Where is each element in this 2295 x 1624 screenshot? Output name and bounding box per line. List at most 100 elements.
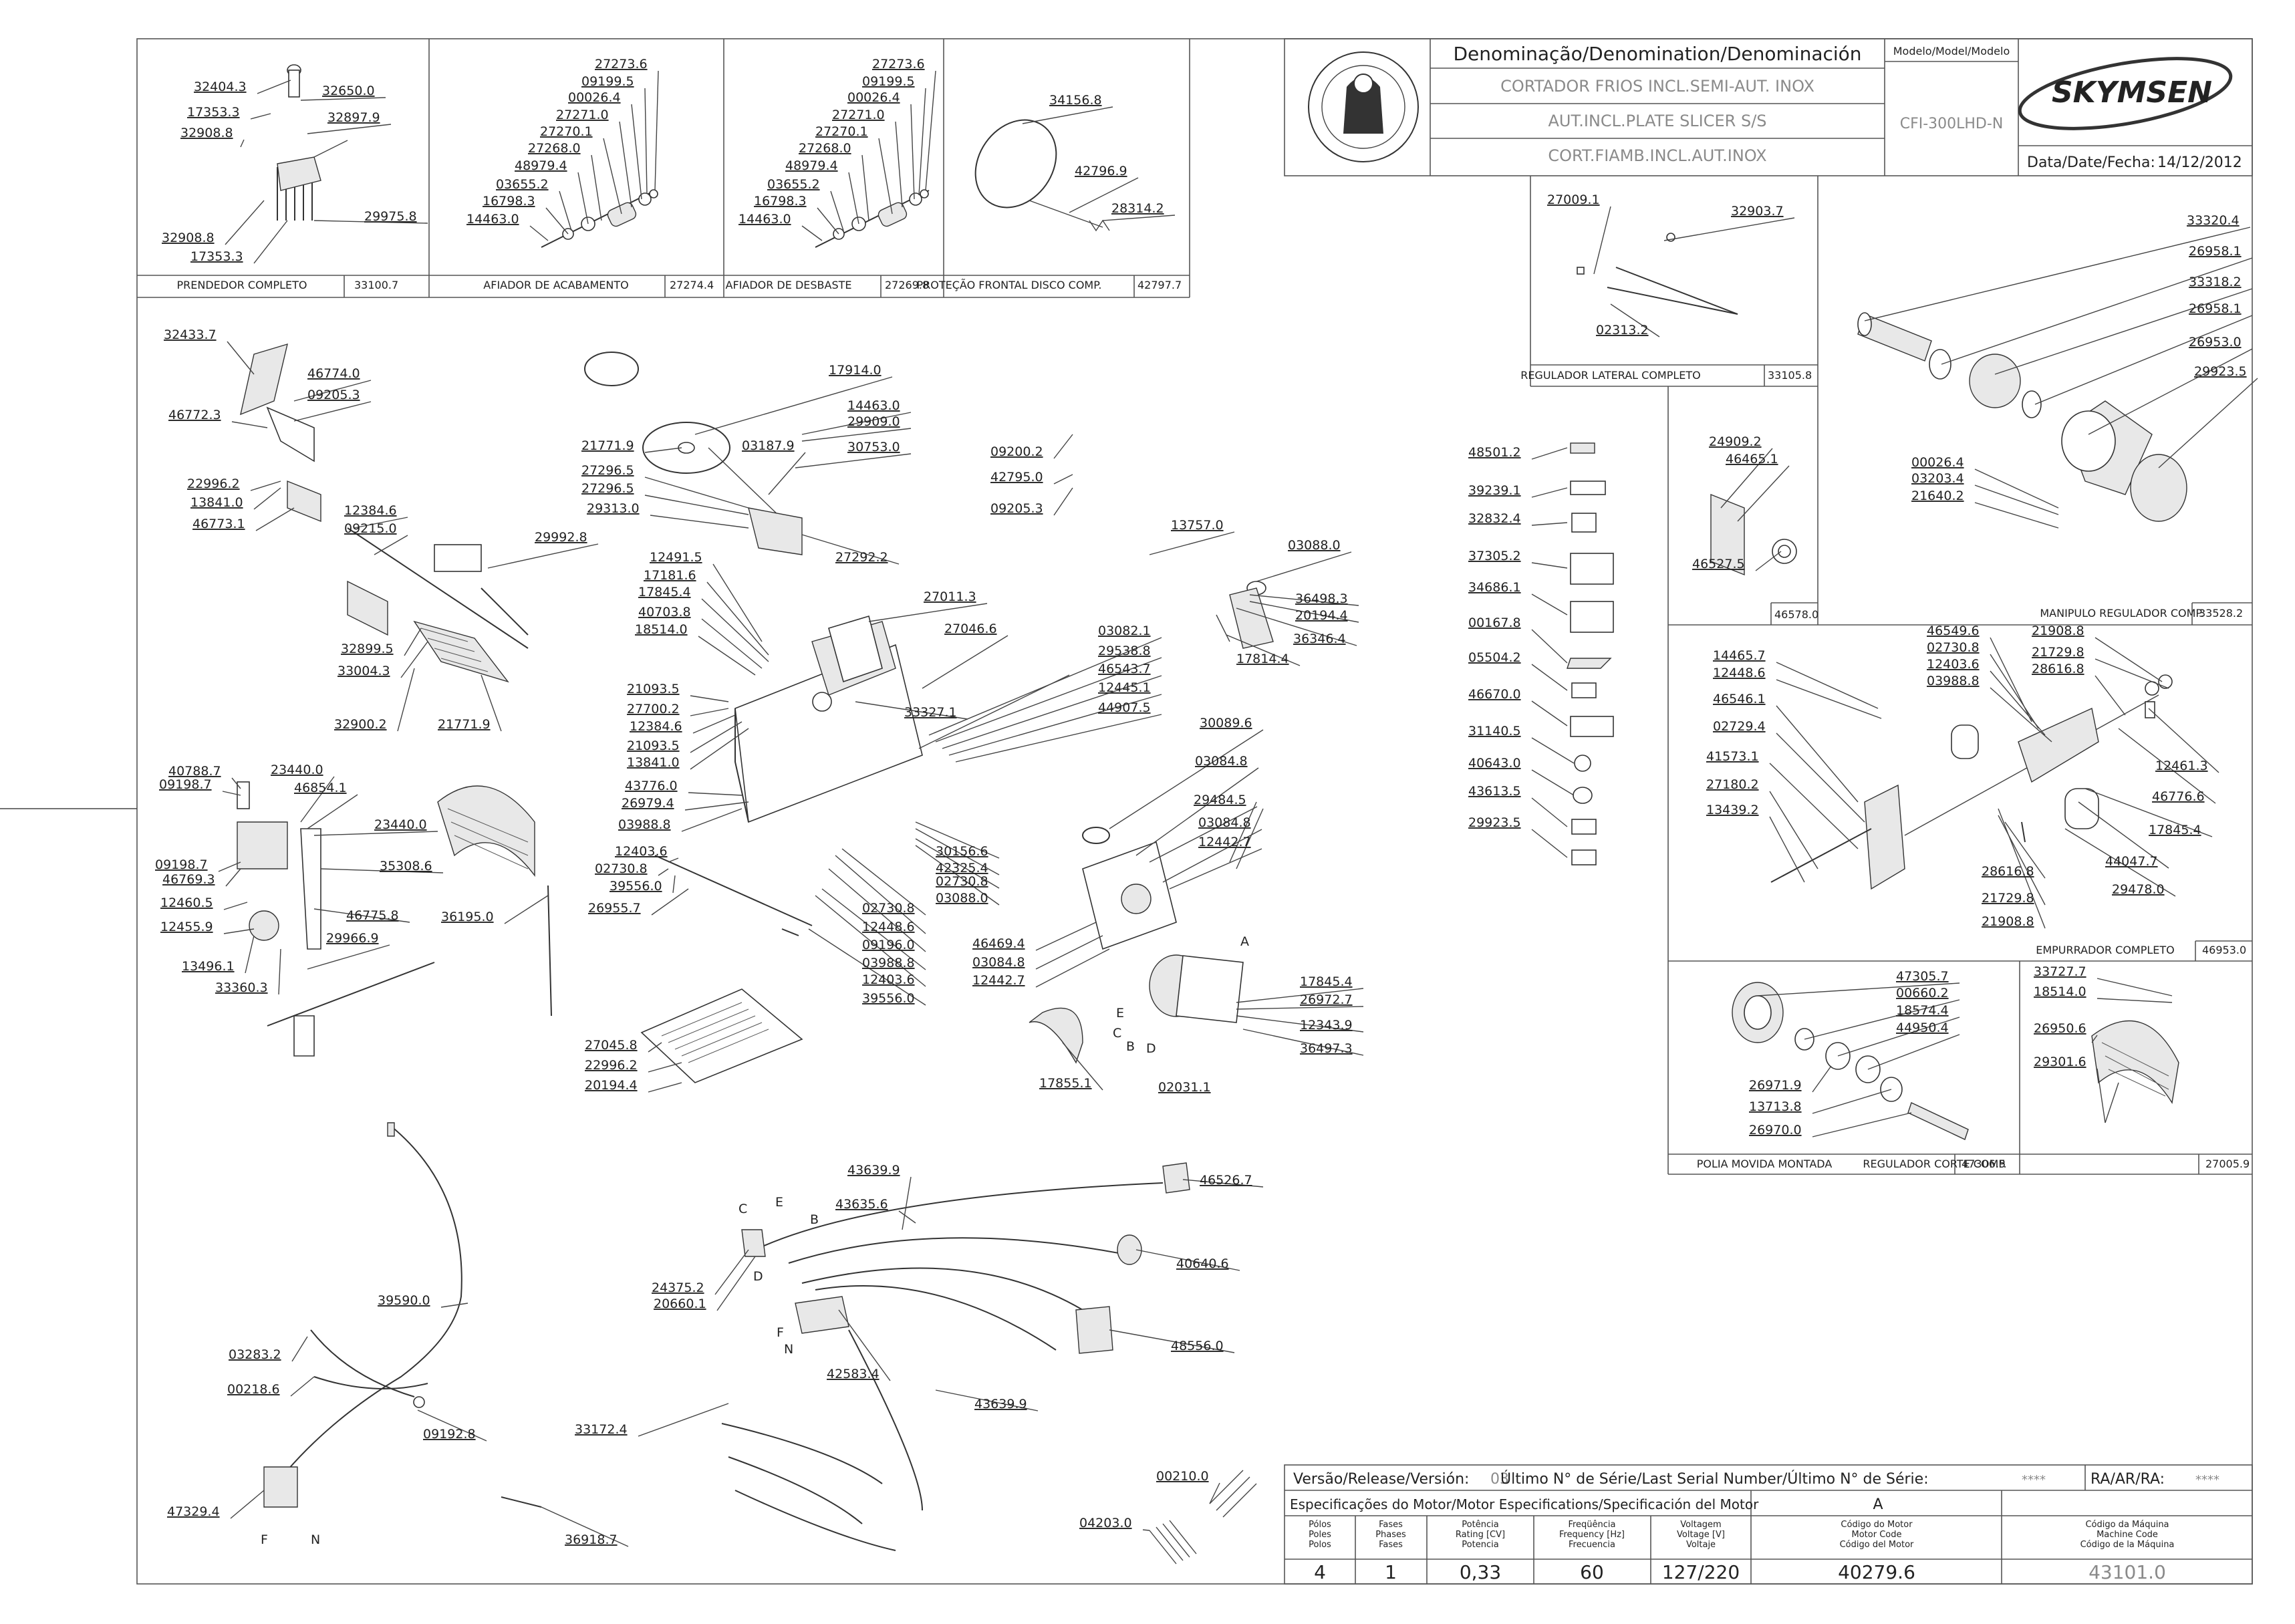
part-number-label: 09198.7 <box>155 857 208 872</box>
part-number-label: 12403.6 <box>615 844 668 859</box>
motor-value-4: 127/220 <box>1662 1561 1740 1583</box>
part-number-label: 00218.6 <box>227 1382 280 1397</box>
motor-header-2: Potência <box>1462 1520 1498 1530</box>
leader-line <box>253 220 288 264</box>
leader-line <box>835 855 926 934</box>
leader-line <box>1169 848 1262 890</box>
leader-line <box>541 1506 629 1547</box>
part-number-label: 12491.5 <box>650 550 702 565</box>
part-number-label: 12343.9 <box>1300 1018 1353 1033</box>
motor-header-6: Machine Code <box>2097 1530 2158 1540</box>
motor-value-0: 4 <box>1314 1561 1326 1583</box>
part-number-label: 12455.9 <box>160 920 213 934</box>
part-number-label: 23440.0 <box>374 817 427 832</box>
part-number-label: 46854.1 <box>294 781 347 795</box>
version-label: Versão/Release/Versión: <box>1293 1471 1469 1488</box>
part-number-label: 23440.0 <box>271 763 323 777</box>
leader-line <box>922 635 1008 689</box>
leader-line <box>808 928 926 1006</box>
part-number-label: 29484.5 <box>1194 793 1246 807</box>
leader-line <box>218 861 241 872</box>
part-number-label: 48979.4 <box>515 158 567 173</box>
subassembly-code: 42797.7 <box>1137 279 1182 291</box>
leader-line <box>692 714 736 734</box>
part-number-label: 32404.3 <box>194 80 247 94</box>
part-number-label: 27009.1 <box>1547 192 1600 207</box>
leader-line <box>1864 227 2251 321</box>
leader-line <box>1035 922 1097 951</box>
leader-line <box>1812 1112 1912 1137</box>
leader-line <box>577 172 589 225</box>
leader-line <box>1769 763 1859 849</box>
part-number-label: 44950.4 <box>1896 1021 1949 1035</box>
part-number-label: 36346.4 <box>1293 632 1346 646</box>
motor-header-1: Fases <box>1379 1540 1403 1550</box>
part-number-label: 30089.6 <box>1200 716 1252 730</box>
leader-line <box>644 477 749 509</box>
part-number-label: 26958.1 <box>2189 244 2242 259</box>
leader-line <box>225 200 265 245</box>
part-number-label: 26953.0 <box>2189 335 2242 350</box>
leader-line <box>1757 982 1960 996</box>
part-number-label: 14465.7 <box>1713 648 1766 663</box>
leader-line <box>2095 658 2169 689</box>
side-assembly <box>237 781 552 1057</box>
afiador-acabamento-sketch <box>541 189 658 248</box>
authorized-seal <box>1308 51 1419 162</box>
leader-line <box>307 124 392 134</box>
leader-line <box>716 1256 756 1311</box>
leader-line <box>644 447 682 453</box>
leader-line <box>1531 629 1568 664</box>
leader-line <box>1941 257 2253 365</box>
part-number-label: 02730.8 <box>595 861 648 876</box>
motor-header-1: Phases <box>1375 1530 1406 1540</box>
wire-letter-label: B <box>1126 1039 1135 1054</box>
leader-line <box>910 104 915 200</box>
part-number-label: 09215.0 <box>344 521 397 536</box>
leader-line <box>815 895 926 987</box>
leader-line <box>619 121 632 208</box>
leader-line <box>404 628 422 656</box>
wire-letter-label: E <box>775 1195 783 1210</box>
part-number-label: 14463.0 <box>847 398 900 413</box>
leader-line <box>638 1403 729 1437</box>
part-number-label: 21093.5 <box>627 738 680 753</box>
part-number-label: 27292.2 <box>835 550 888 565</box>
part-number-label: 37305.2 <box>1468 549 1521 563</box>
leader-line <box>801 428 912 442</box>
leader-line <box>320 868 444 873</box>
part-number-label: 30753.0 <box>847 440 900 454</box>
leader-line <box>902 1176 912 1230</box>
part-number-label: 46775.8 <box>346 908 399 923</box>
part-number-label: 16798.3 <box>754 194 807 209</box>
leader-line <box>545 207 569 235</box>
part-number-label: 27045.8 <box>585 1038 638 1053</box>
part-number-label: 48501.2 <box>1468 445 1521 460</box>
part-number-label: 28616.8 <box>1982 864 2034 879</box>
leader-line <box>1102 215 1176 221</box>
part-number-label: 46546.1 <box>1713 692 1766 706</box>
leader-line <box>878 138 893 215</box>
leader-line <box>925 70 936 191</box>
leader-line <box>817 207 839 235</box>
part-number-label: 27268.0 <box>528 141 581 156</box>
part-number-label: 32908.8 <box>180 126 233 140</box>
leader-line <box>654 70 659 191</box>
regulador-corte-sketch <box>2091 1020 2179 1123</box>
part-number-label: 21640.2 <box>1911 489 1964 503</box>
part-number-label: 20194.4 <box>585 1078 638 1093</box>
leader-line <box>230 1490 265 1519</box>
part-number-label: 03187.9 <box>742 438 795 453</box>
leader-line <box>2084 788 2213 837</box>
leader-line <box>935 1389 1039 1411</box>
prendedor-sketch <box>277 64 348 221</box>
disc-assembly <box>584 352 803 555</box>
part-number-label: 43639.9 <box>847 1163 900 1178</box>
leader-line <box>1531 737 1575 764</box>
leader-line <box>1069 177 1139 213</box>
part-number-label: 14463.0 <box>738 212 791 227</box>
leader-line <box>504 895 549 924</box>
part-number-label: 29313.0 <box>587 501 640 516</box>
leader-line <box>918 88 926 196</box>
motor-header-0: Polos <box>1309 1540 1331 1550</box>
